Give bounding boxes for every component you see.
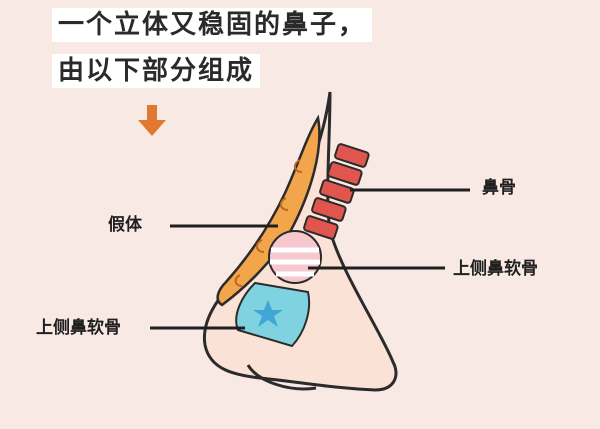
star-icon (253, 300, 283, 327)
prosthesis-swirl-4 (234, 274, 243, 287)
title-line-2: 由以下部分组成 (52, 54, 261, 88)
label-upper-lateral-cartilage-right: 上侧鼻软骨 (453, 259, 538, 279)
title-line-1: 一个立体又稳固的鼻子， (52, 8, 373, 42)
label-nasal-bone: 鼻骨 (482, 178, 516, 198)
prosthesis-swirl-2 (280, 197, 289, 211)
label-upper-lateral-cartilage-left: 上侧鼻软骨 (36, 318, 121, 338)
prosthesis-implant (216, 114, 321, 307)
down-arrow-icon (138, 105, 166, 136)
prosthesis-swirl-1 (294, 159, 303, 173)
nasal-bone-blocks (303, 143, 370, 240)
label-prosthesis: 假体 (108, 215, 142, 235)
nostril-line (246, 364, 317, 391)
upper-lateral-cartilage-right (268, 230, 322, 284)
upper-lateral-cartilage-left (235, 281, 311, 348)
prosthesis-swirl-3 (256, 239, 265, 253)
